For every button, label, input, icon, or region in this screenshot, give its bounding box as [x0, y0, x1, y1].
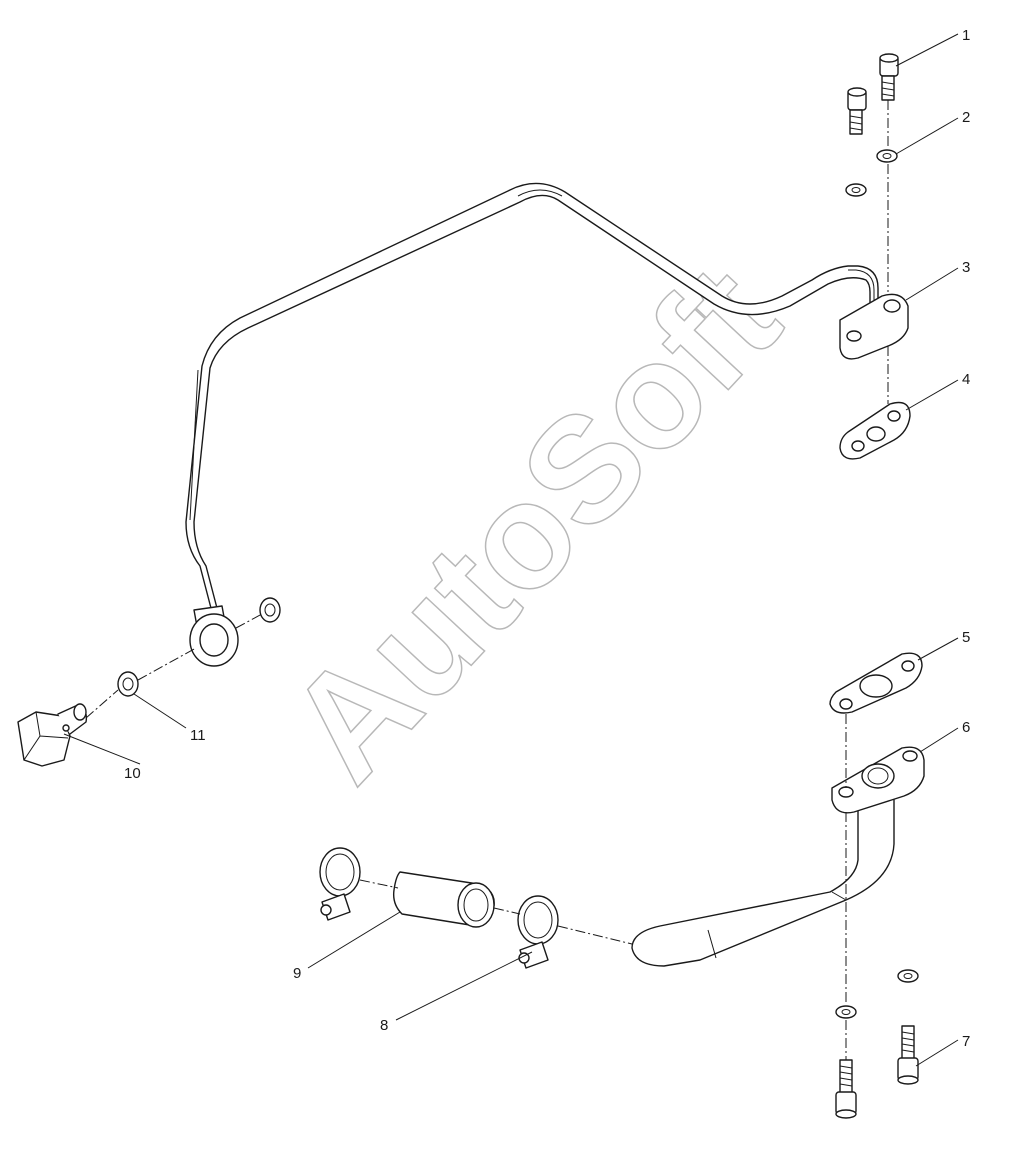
- callout-5: 5: [962, 629, 970, 646]
- upper-gasket: [839, 401, 911, 460]
- lower-pipe-flange: [831, 746, 925, 814]
- callout-7: 7: [962, 1033, 970, 1050]
- hose-clamp-right: [517, 895, 559, 969]
- callout-9: 9: [293, 965, 301, 982]
- upper-bolt: [879, 53, 899, 101]
- rubber-hose: [392, 871, 495, 928]
- leader-lines: [63, 33, 959, 1067]
- callout-2: 2: [962, 109, 970, 126]
- callout-8: 8: [380, 1017, 388, 1034]
- lower-bolt: [897, 1025, 919, 1085]
- upper-pipe-flange: [839, 293, 909, 360]
- callout-labels: 1 2 3 4 5 6 7 8 9 10 11: [124, 27, 970, 1050]
- callout-1: 1: [962, 27, 970, 44]
- banjo-bolt: [17, 703, 88, 767]
- oil-return-pipe: [631, 799, 895, 967]
- lower-gasket: [829, 652, 923, 714]
- callout-3: 3: [962, 259, 970, 276]
- oil-feed-pipe: [185, 182, 879, 667]
- lower-lock-washer: [835, 969, 919, 1019]
- hose-clamp-left: [319, 847, 361, 921]
- watermark: AutoSoft: [256, 234, 811, 812]
- callout-11: 11: [190, 727, 206, 744]
- upper-lock-washer: [845, 149, 898, 197]
- callout-10: 10: [124, 765, 141, 782]
- banjo-sealing-washer: [117, 671, 139, 697]
- callout-4: 4: [962, 371, 970, 388]
- upper-bolt-2: [847, 87, 867, 135]
- assembly-axes: [85, 100, 889, 1060]
- lower-bolt-2: [835, 1059, 857, 1119]
- callout-6: 6: [962, 719, 970, 736]
